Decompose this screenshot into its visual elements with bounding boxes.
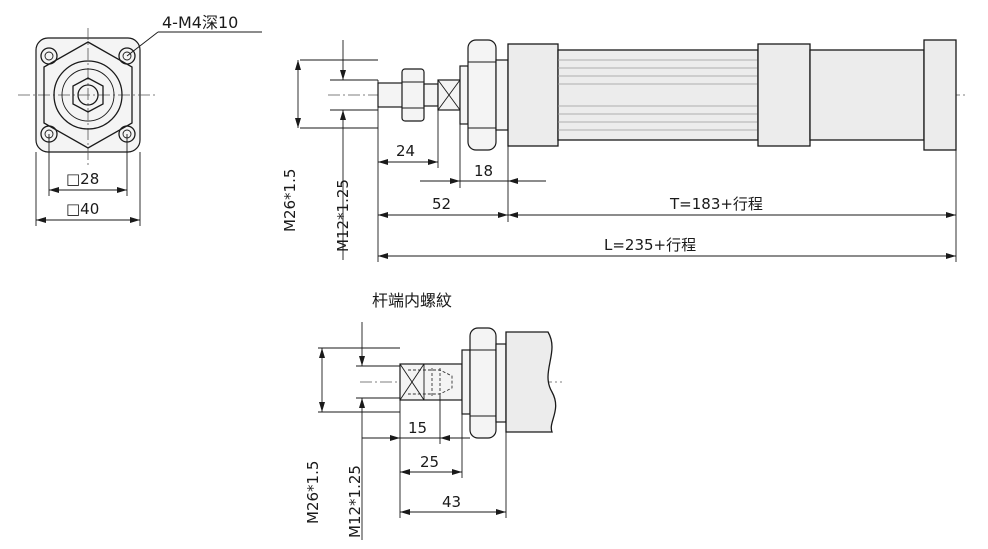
end-view-rod-circle	[77, 84, 99, 106]
m26-bottom-label: M26*1.5	[304, 461, 322, 524]
end-view-mid-circle	[61, 68, 115, 122]
end-view-corner-holes	[40, 47, 136, 143]
hole-leader-line	[126, 31, 159, 57]
dimL-label: L=235+行程	[604, 236, 696, 254]
bushing	[459, 65, 469, 125]
hole-spec-label: 4-M4深10	[162, 13, 238, 32]
m26-top-label: M26*1.5	[281, 169, 299, 232]
end-view-inner-hex	[72, 77, 104, 113]
rod-shaft	[423, 83, 439, 107]
side-view: M26*1.5 M12*1.25 24 18 52 T=183+行程	[281, 39, 968, 262]
front-boss	[495, 59, 509, 131]
rod-end-detail: 杆端内螺紋 M26*1.5 M12*1.25	[304, 291, 562, 540]
cylinder-tube	[557, 49, 759, 141]
front-cover	[507, 43, 559, 147]
dim52-label: 52	[432, 195, 451, 213]
dim15-label: 15	[408, 419, 427, 437]
hidden-thread	[408, 369, 453, 395]
lock-nut	[401, 68, 425, 122]
section-title: 杆端内螺紋	[372, 291, 452, 310]
dim24-label: 24	[396, 142, 415, 160]
end-view: 4-M4深10 □28 □40	[18, 13, 262, 226]
m12-top-label: M12*1.25	[334, 179, 352, 252]
detail-boss	[495, 343, 507, 423]
detail-mounting-nut	[469, 327, 497, 439]
dimT-label: T=183+行程	[669, 195, 763, 213]
detail-rod	[399, 363, 463, 401]
magnet-band	[757, 43, 811, 147]
m12-bottom-label: M12*1.25	[346, 465, 364, 538]
dim43-label: 43	[442, 493, 461, 511]
tube-rear	[809, 49, 925, 141]
end-view-hex-nut	[43, 41, 133, 149]
dim28-label: □28	[66, 170, 99, 188]
end-view-outer-circle	[53, 60, 123, 130]
rear-cover	[923, 39, 957, 151]
detail-body-break	[505, 331, 557, 433]
detail-bushing	[461, 349, 471, 415]
mounting-nut	[467, 39, 497, 151]
dim40-label: □40	[66, 200, 99, 218]
tube-ribs	[558, 59, 758, 131]
dim18-label: 18	[474, 162, 493, 180]
dim25-label: 25	[420, 453, 439, 471]
